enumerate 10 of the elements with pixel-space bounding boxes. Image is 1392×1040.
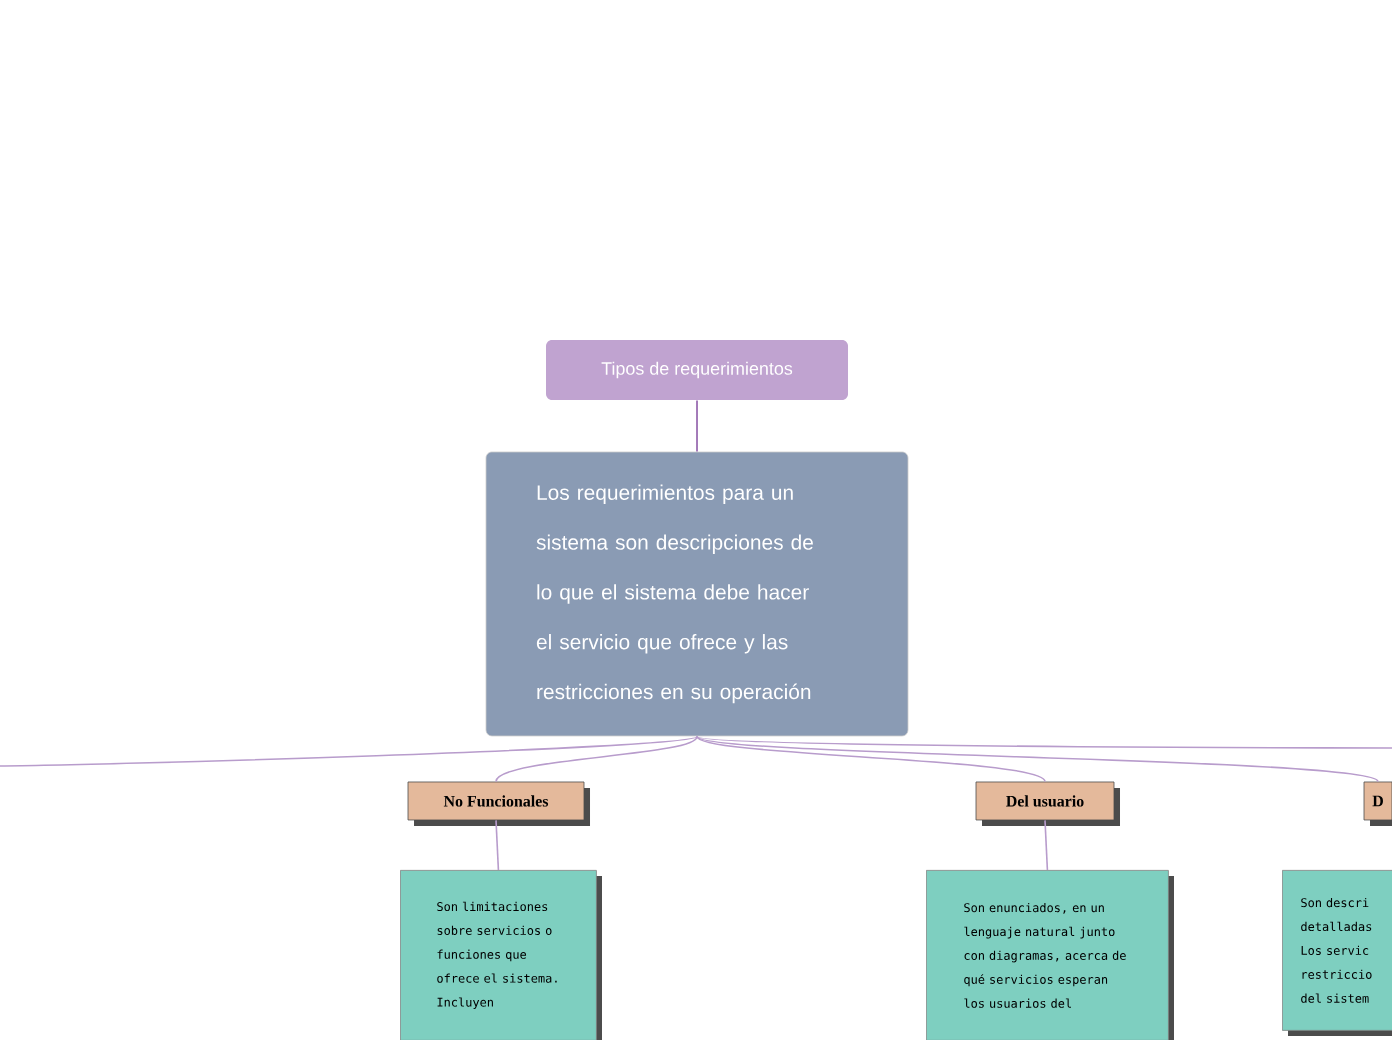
- connector-line: [0, 735, 698, 767]
- topic-box: Tipos de requerimientos: [546, 340, 848, 400]
- connector-line: [495, 819, 500, 871]
- connector-line: [696, 399, 698, 453]
- connector-line: [696, 735, 1392, 749]
- description-box: Los requerimientos para un sistema son descripciones de lo que el sistema debe hacer el servicio que ofrece y las restricciones en su operación: [485, 451, 909, 737]
- connector-line: [1044, 819, 1049, 871]
- connector-line: [696, 735, 1046, 783]
- connector-line: [696, 735, 1379, 783]
- connector-line: [495, 735, 698, 783]
